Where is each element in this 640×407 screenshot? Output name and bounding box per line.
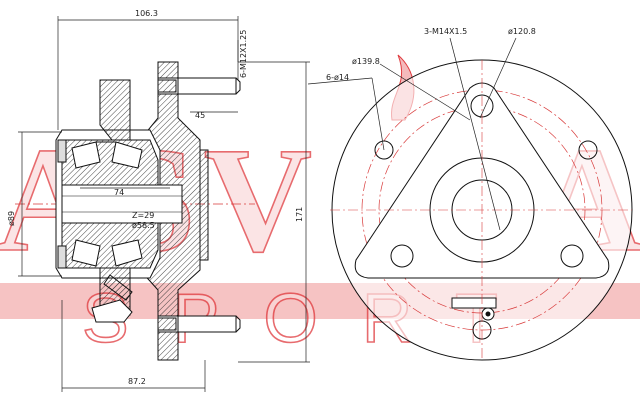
hub-bore [61, 184, 183, 224]
stud-hole-2 [578, 140, 598, 160]
dim-height-right: 171 [295, 207, 304, 222]
dim-flange: 45 [195, 111, 205, 120]
dim-stud: 6-M12X1.25 [239, 30, 248, 78]
tapered-rollers-lower [71, 239, 143, 267]
dim-width-bottom: 87.2 [128, 377, 146, 386]
right-centerlines [330, 60, 632, 360]
dim-diameter-left: ø89 [7, 211, 16, 226]
right-leader-lines [307, 37, 517, 231]
dim-threads: 3-M14X1.5 [424, 27, 467, 36]
sensor-bracket [91, 299, 133, 323]
dim-teeth: Z=29 [132, 211, 154, 220]
dim-holes-label: 6-ø14 [326, 73, 349, 82]
seal-left-lower [57, 245, 67, 269]
left-dimension-lines [18, 16, 310, 392]
dim-width-top: 106.3 [135, 9, 158, 18]
threaded-hole-left [390, 244, 414, 268]
hub-section-view [15, 61, 255, 361]
sensor-connector [451, 297, 497, 309]
hub-cap [199, 149, 209, 261]
dim-bore: 74 [114, 188, 124, 197]
dim-pcd: ø139.8 [352, 57, 380, 66]
seal-left-upper [57, 139, 67, 163]
abs-sensor [103, 274, 133, 301]
dim-abs: ø58.5 [132, 221, 155, 230]
tapered-rollers-upper [71, 141, 143, 169]
stud-hole-1 [374, 140, 394, 160]
knuckle-arm-upper [99, 79, 131, 141]
dim-bolt-circle: ø120.8 [508, 27, 536, 36]
threaded-hole-right [560, 244, 584, 268]
